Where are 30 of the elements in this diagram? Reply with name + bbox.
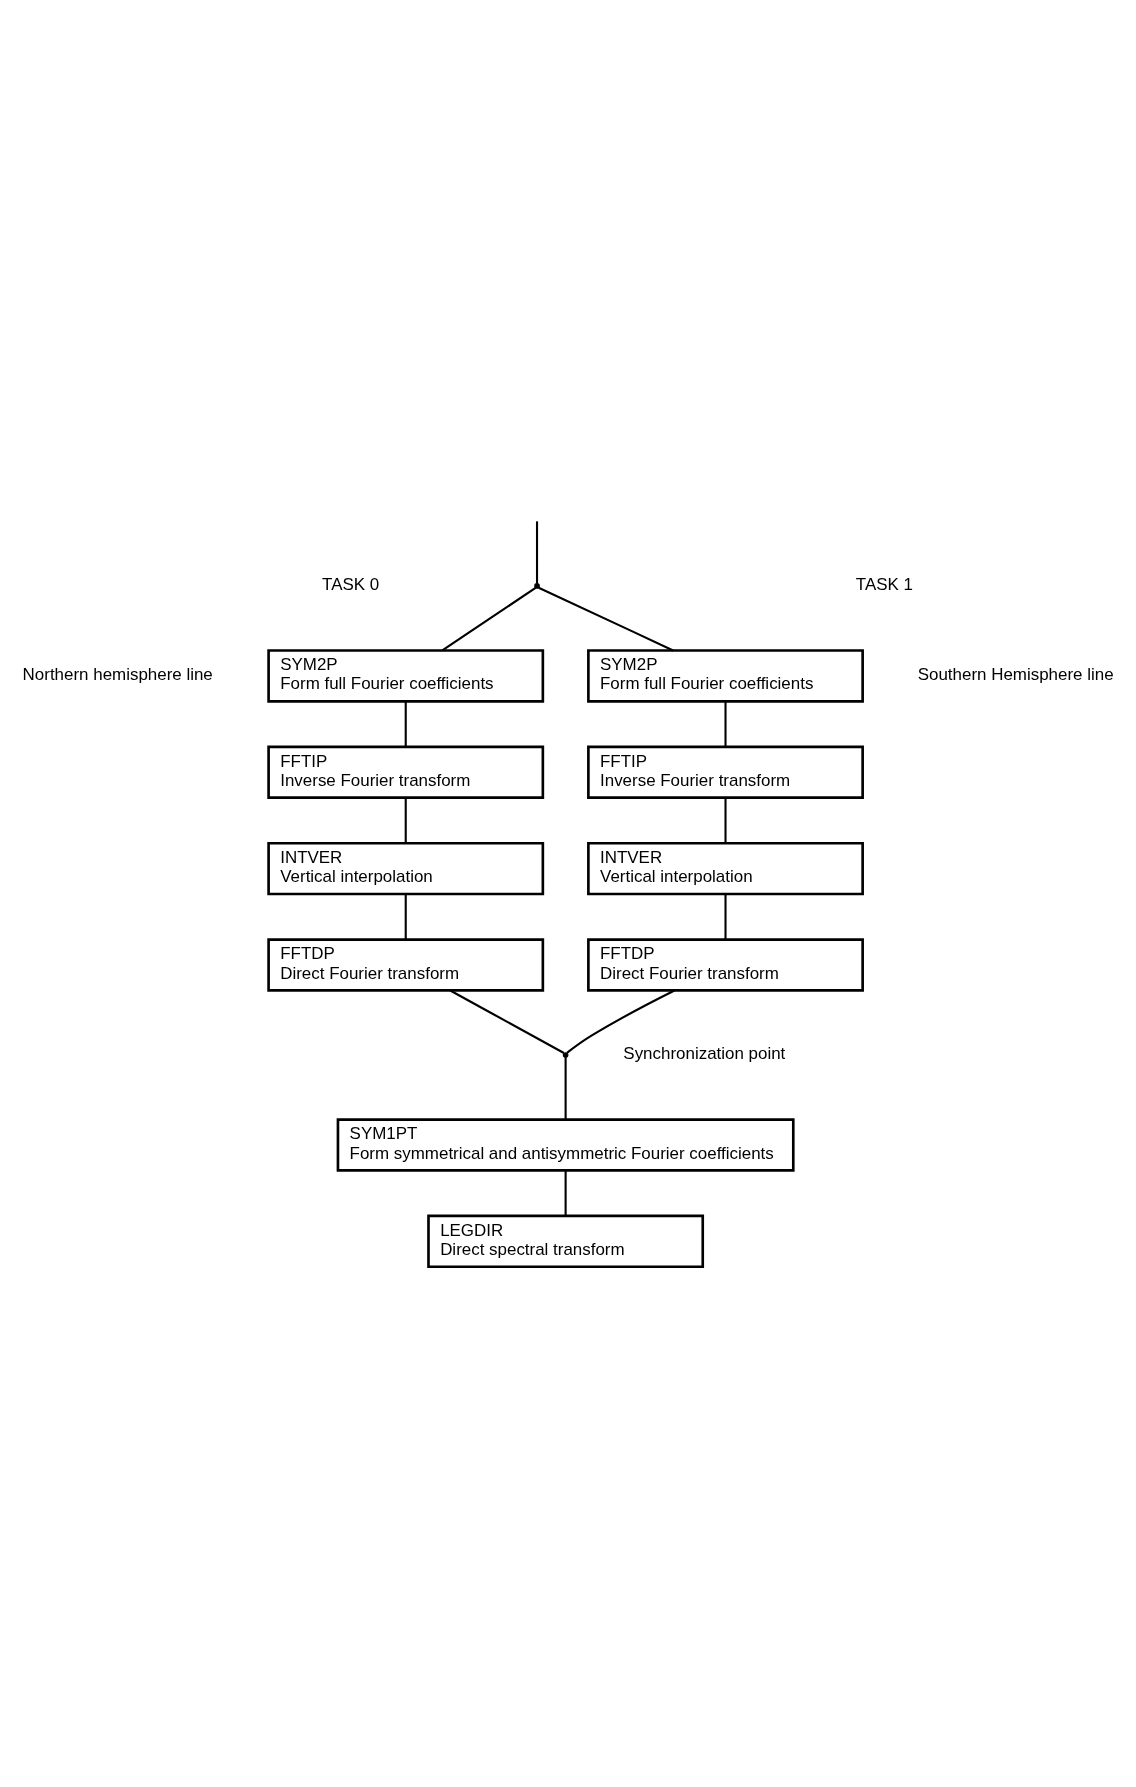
connector (449, 989, 565, 1054)
node-box: INTVER Vertical interpolation (587, 841, 864, 896)
node-box: FFTIP Inverse Fourier transform (267, 745, 545, 799)
node-box: INTVER Vertical interpolation (267, 841, 545, 896)
connector (404, 701, 407, 747)
node-box: SYM1PT Form symmetrical and antisymmetric Fourier coefficients (336, 1118, 795, 1172)
connector (404, 798, 407, 843)
node-box: SYM2P Form full Fourier coefficients (587, 649, 864, 703)
node-box: SYM2P Form full Fourier coefficients (267, 649, 545, 703)
label: Southern Hemisphere line (917, 664, 1114, 684)
node-box: FFTDP Direct Fourier transform (587, 938, 864, 992)
connector (566, 989, 675, 1054)
connector (535, 521, 539, 584)
connector (724, 798, 727, 843)
node-box: LEGDIR Direct spectral transform (427, 1214, 705, 1269)
label: Northern hemisphere line (22, 664, 213, 684)
connector (538, 586, 674, 652)
connector (564, 1170, 567, 1216)
connector (404, 894, 407, 940)
node-point (562, 1052, 569, 1058)
node-box: FFTIP Inverse Fourier transform (587, 745, 864, 799)
node-label: Synchronization point (623, 1044, 786, 1064)
label: TASK 0 (322, 574, 380, 594)
connector (564, 1057, 567, 1120)
connector (724, 894, 727, 940)
label: TASK 1 (855, 574, 913, 594)
connector (724, 701, 727, 747)
connector (441, 587, 537, 652)
node-point (534, 583, 540, 589)
node-box: FFTDP Direct Fourier transform (267, 938, 545, 992)
